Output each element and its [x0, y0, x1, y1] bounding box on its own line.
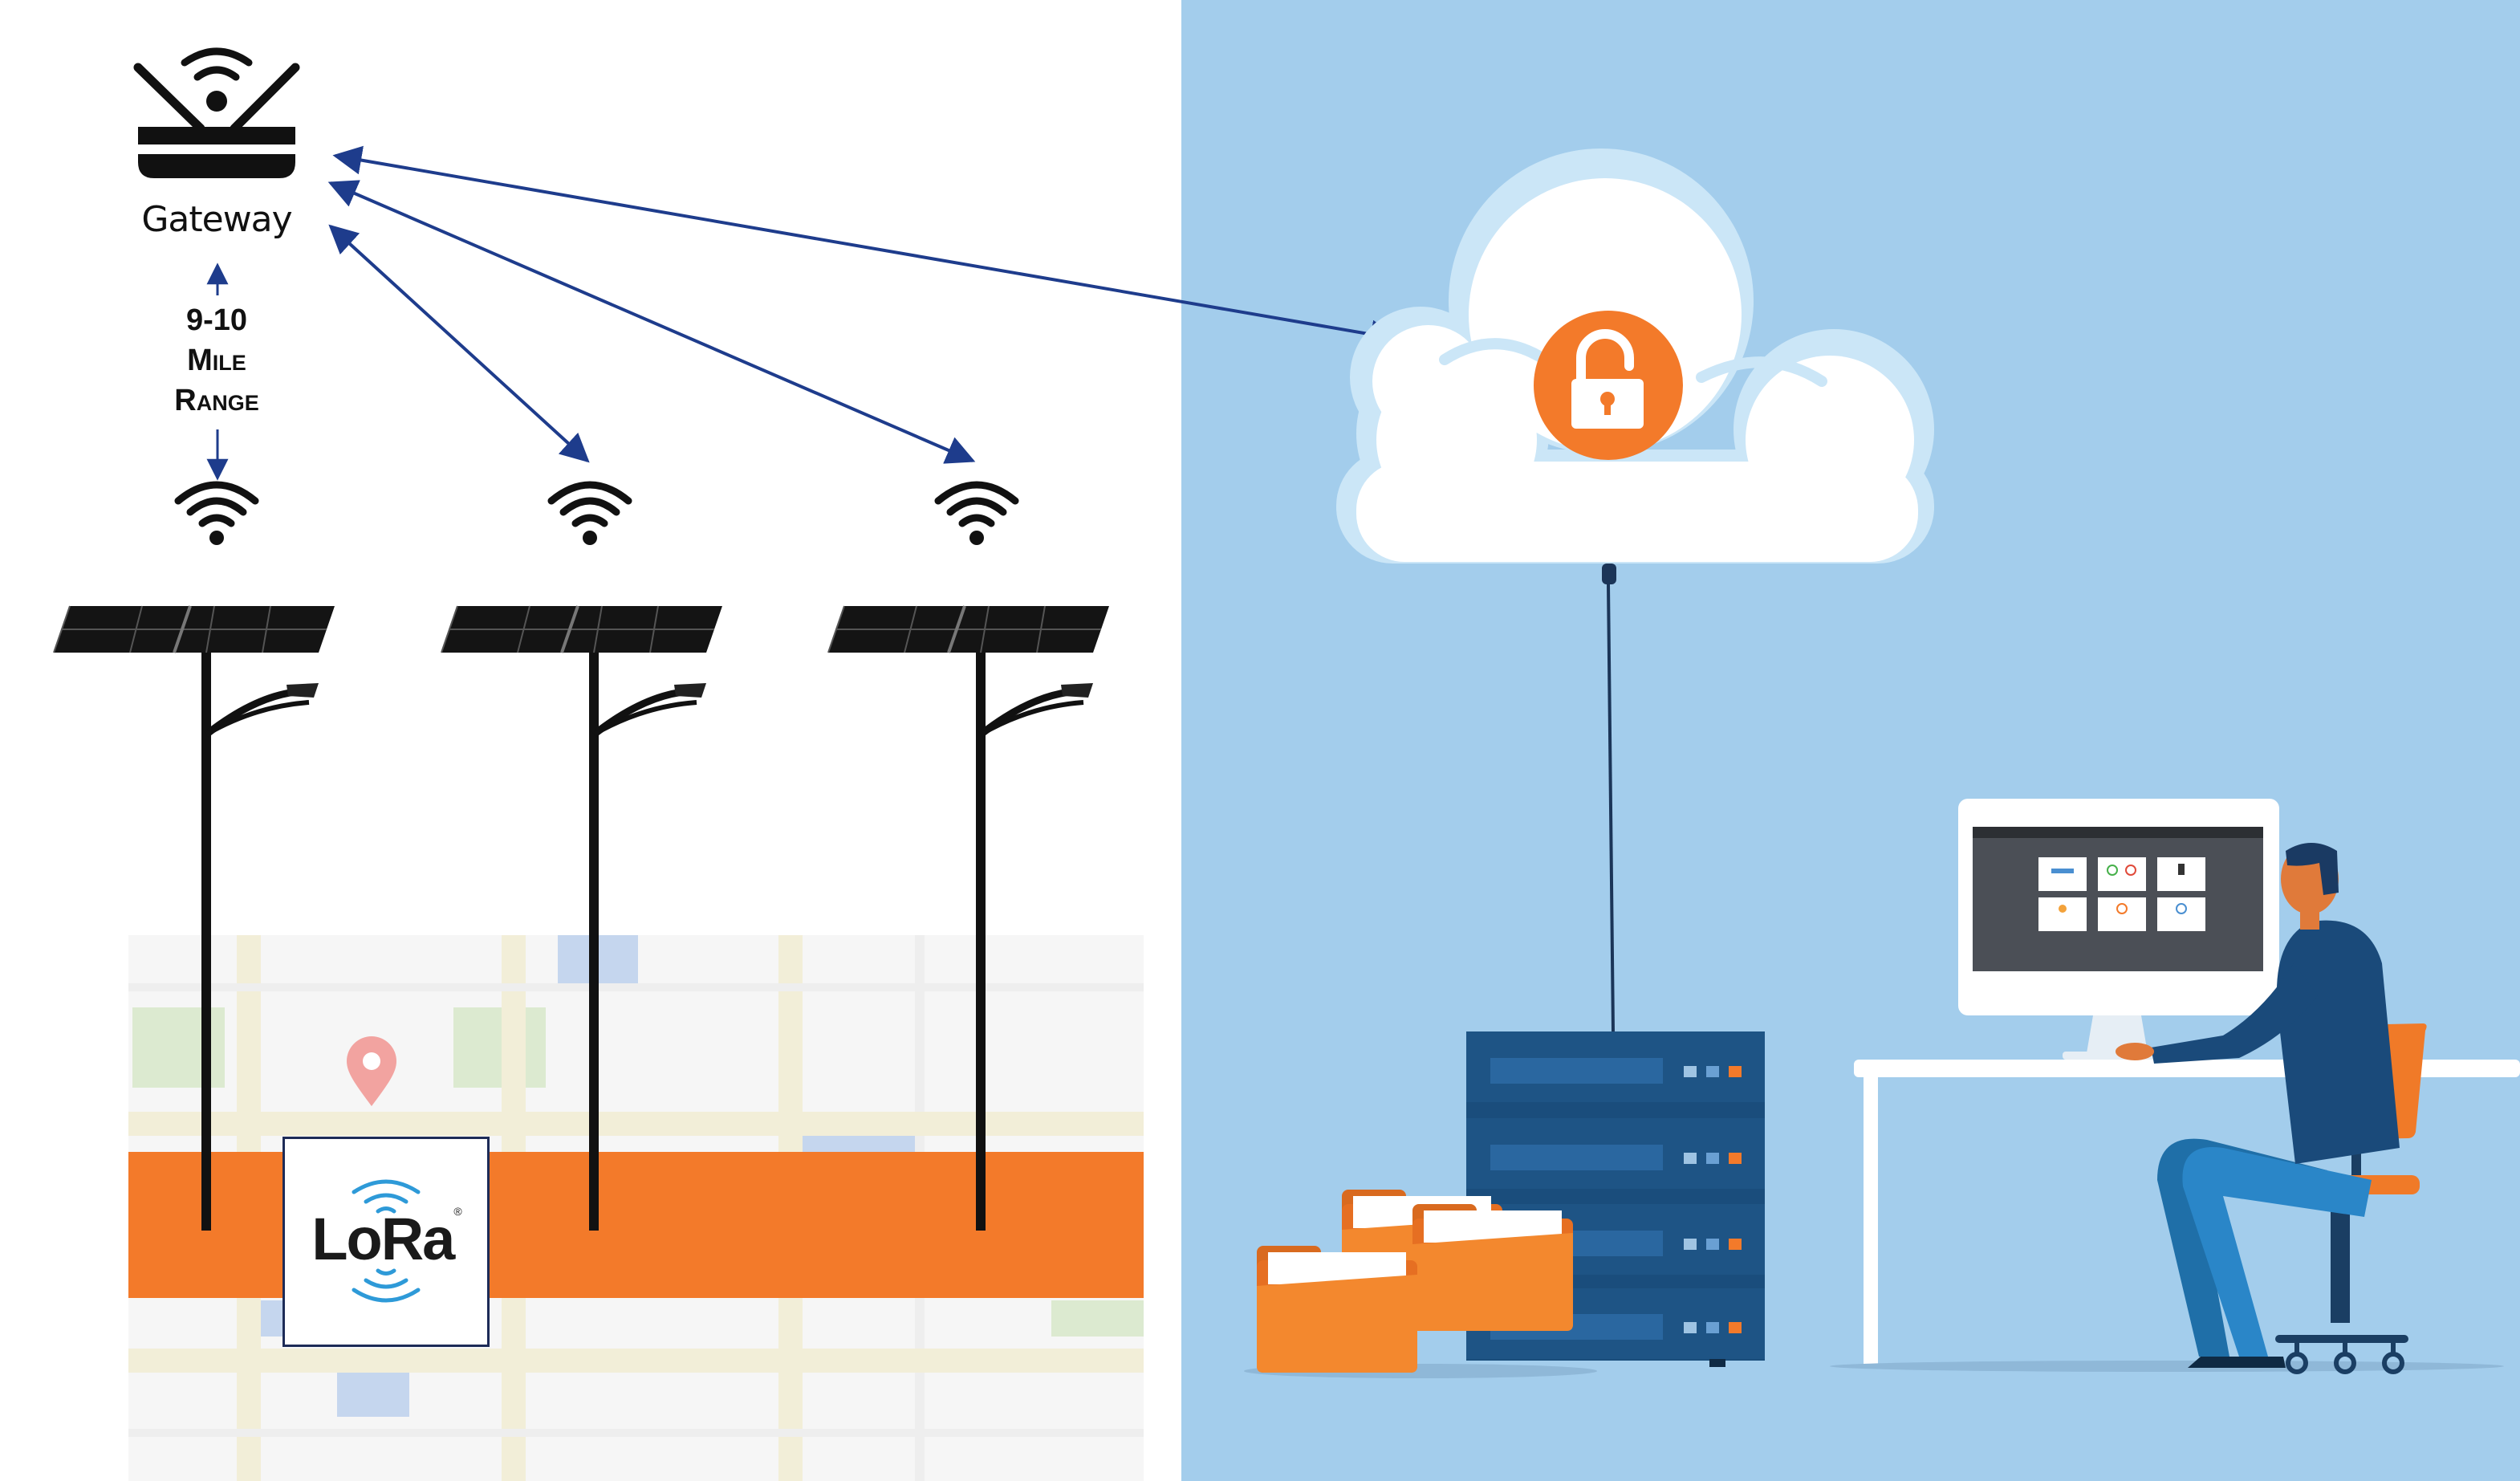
- wifi-icon-3: [938, 485, 1015, 545]
- lora-waves-icon: [352, 1179, 421, 1303]
- wifi-icon-1: [178, 485, 255, 545]
- map-pin-icon: [347, 1036, 396, 1106]
- link-gateway-light-3: [327, 180, 976, 464]
- folder-icon-2: [1412, 1204, 1573, 1331]
- gateway-label: Gateway: [141, 199, 292, 240]
- lora-text: LoRa®: [311, 1205, 461, 1272]
- wifi-icon-2: [551, 485, 628, 545]
- person-at-desk: [2116, 843, 2400, 1368]
- cloud-server-cable: [1607, 584, 1615, 1032]
- range-word-range: Range: [174, 384, 259, 417]
- map-highlight-band: [128, 1152, 1144, 1298]
- folder-icon-3: [1257, 1246, 1417, 1373]
- range-number: 9-10: [185, 303, 248, 337]
- monitor: [1958, 799, 2279, 1060]
- link-gateway-light-2: [328, 224, 590, 463]
- lock-icon: [1534, 311, 1683, 460]
- city-map: [128, 935, 1144, 1481]
- lora-badge: LoRa®: [282, 1137, 490, 1347]
- router-icon: [133, 47, 300, 178]
- range-word-mile: Mile: [187, 344, 246, 377]
